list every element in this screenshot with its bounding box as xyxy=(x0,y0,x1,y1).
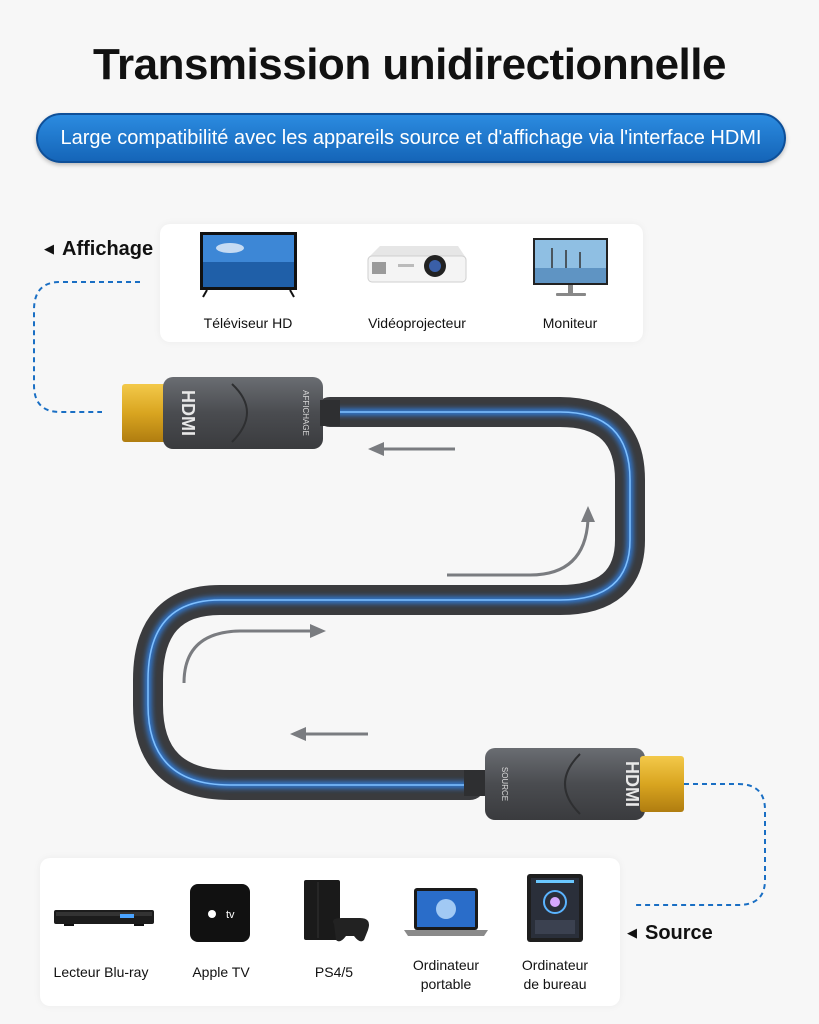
source-dotted-line xyxy=(636,783,766,906)
direction-arrows xyxy=(182,442,595,741)
connector-label-display: AFFICHAGE xyxy=(301,390,310,436)
monitor-icon xyxy=(533,238,608,296)
display-device-label: Téléviseur HD xyxy=(203,315,293,331)
apple-tv-icon: tv xyxy=(190,884,250,942)
source-device-label: Apple TV xyxy=(192,964,250,980)
display-dotted-line xyxy=(33,281,140,413)
hdmi-logo-bottom: HDMI xyxy=(622,761,642,807)
display-device-label: Moniteur xyxy=(542,315,598,331)
laptop-icon xyxy=(404,888,488,936)
source-side-text: Source xyxy=(645,922,713,944)
hdmi-connector-source: HDMI SOURCE xyxy=(464,748,684,820)
source-device-label: Lecteur Blu-ray xyxy=(53,964,149,980)
source-device-label-line2: portable xyxy=(420,976,472,992)
tv-icon xyxy=(200,232,297,298)
source-device-label-line2: de bureau xyxy=(523,976,587,992)
projector-icon xyxy=(367,246,467,283)
page-title: Transmission unidirectionnelle xyxy=(93,40,726,89)
display-side-text: Affichage xyxy=(62,238,154,260)
bluray-player-icon xyxy=(54,910,154,926)
connector-label-source: SOURCE xyxy=(500,767,509,801)
fiber-cable xyxy=(133,397,645,800)
source-side-label: ◀ Source xyxy=(627,922,713,945)
info-banner: Large compatibilité avec les appareils s… xyxy=(36,113,786,163)
hdmi-connector-display: HDMI AFFICHAGE xyxy=(122,377,340,449)
triangle-left-icon: ◀ xyxy=(627,925,637,940)
playstation-icon xyxy=(304,880,369,942)
desktop-pc-icon xyxy=(527,874,583,942)
source-device-label-line1: Ordinateur xyxy=(412,957,480,973)
triangle-left-icon: ◀ xyxy=(44,241,54,256)
source-device-label: PS4/5 xyxy=(314,964,354,980)
source-device-label-line1: Ordinateur xyxy=(521,957,589,973)
source-device-label: Ordinateur portable xyxy=(396,956,496,994)
source-device-label: Ordinateur de bureau xyxy=(505,956,605,994)
display-device-label: Vidéoprojecteur xyxy=(368,315,466,331)
hdmi-logo-top: HDMI xyxy=(178,390,198,436)
apple-tv-badge: tv xyxy=(226,909,235,921)
display-side-label: ◀ Affichage xyxy=(44,238,153,261)
